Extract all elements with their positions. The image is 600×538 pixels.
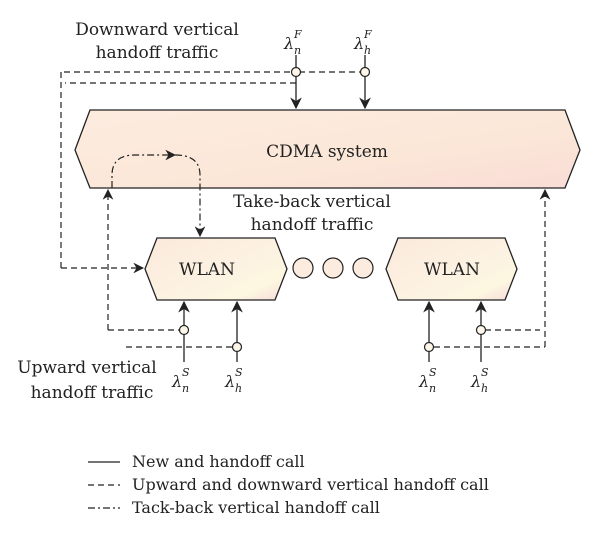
- legend-item-dashed: Upward and downward vertical handoff cal…: [88, 475, 489, 494]
- svg-text:λ: λ: [171, 372, 182, 391]
- downward-label-line1: Downward vertical: [75, 20, 239, 40]
- takeback-label: Take-back vertical handoff traffic: [233, 192, 391, 235]
- takeback-label-line1: Take-back vertical: [233, 192, 391, 212]
- wlan-left-box: WLAN: [144, 237, 288, 301]
- svg-text:Tack-back vertical handoff cal: Tack-back vertical handoff call: [132, 498, 380, 517]
- cdma-new-node: [290, 66, 302, 78]
- svg-text:S: S: [429, 366, 437, 379]
- legend-item-solid: New and handoff call: [88, 452, 305, 471]
- svg-text:n: n: [429, 382, 436, 395]
- legend: New and handoff call Upward and downward…: [88, 452, 489, 517]
- svg-text:λ: λ: [418, 372, 429, 391]
- cdma-system-box: CDMA system: [74, 109, 581, 189]
- svg-text:n: n: [182, 382, 189, 395]
- lambda-hS-left: λ S h: [224, 366, 243, 395]
- wlan-right-box: WLAN: [385, 237, 518, 301]
- cdma-input-arrows: [290, 55, 371, 110]
- svg-text:h: h: [235, 382, 242, 395]
- svg-text:λ: λ: [470, 372, 481, 391]
- wlan-left-n-node: [178, 324, 190, 336]
- wlan-right-n-node: [423, 341, 435, 353]
- upward-label: Upward vertical handoff traffic: [17, 358, 156, 403]
- wlan-right-label: WLAN: [424, 260, 480, 280]
- svg-text:S: S: [235, 366, 243, 379]
- takeback-handoff-line: [111, 149, 206, 238]
- svg-text:S: S: [481, 366, 489, 379]
- svg-text:h: h: [481, 382, 488, 395]
- lambda-nS-left: λ S n: [171, 366, 190, 395]
- svg-text:S: S: [182, 366, 190, 379]
- svg-text:F: F: [293, 28, 302, 41]
- wlan-left-label: WLAN: [179, 260, 235, 280]
- lambda-nS-right: λ S n: [418, 366, 437, 395]
- cdma-handoff-node: [359, 66, 371, 78]
- lambda-hS-right: λ S h: [470, 366, 489, 395]
- svg-text:λ: λ: [353, 34, 364, 53]
- wlan-right-h-node: [475, 324, 487, 336]
- svg-text:New and handoff call: New and handoff call: [132, 452, 305, 471]
- upward-label-line1: Upward vertical: [17, 358, 156, 378]
- downward-handoff-lines: [60, 71, 365, 274]
- lambda-nF: λ F n: [283, 28, 302, 57]
- upward-label-line2: handoff traffic: [31, 383, 154, 403]
- svg-text:λ: λ: [283, 34, 294, 53]
- downward-label-line2: handoff traffic: [96, 43, 219, 63]
- svg-text:n: n: [294, 44, 301, 57]
- svg-text:h: h: [364, 44, 371, 57]
- svg-text:Upward and downward vertical h: Upward and downward vertical handoff cal…: [132, 475, 489, 494]
- lambda-hF: λ F h: [353, 28, 372, 57]
- svg-text:λ: λ: [224, 372, 235, 391]
- upward-left-lines: [102, 188, 243, 362]
- upward-right-lines: [423, 188, 551, 362]
- takeback-label-line2: handoff traffic: [251, 215, 374, 235]
- legend-item-dashdot: Tack-back vertical handoff call: [88, 498, 380, 517]
- wlan-left-h-node: [231, 341, 243, 353]
- svg-text:F: F: [363, 28, 372, 41]
- ellipsis-circles: [292, 257, 374, 279]
- cdma-system-label: CDMA system: [266, 142, 388, 162]
- downward-label: Downward vertical handoff traffic: [75, 20, 239, 63]
